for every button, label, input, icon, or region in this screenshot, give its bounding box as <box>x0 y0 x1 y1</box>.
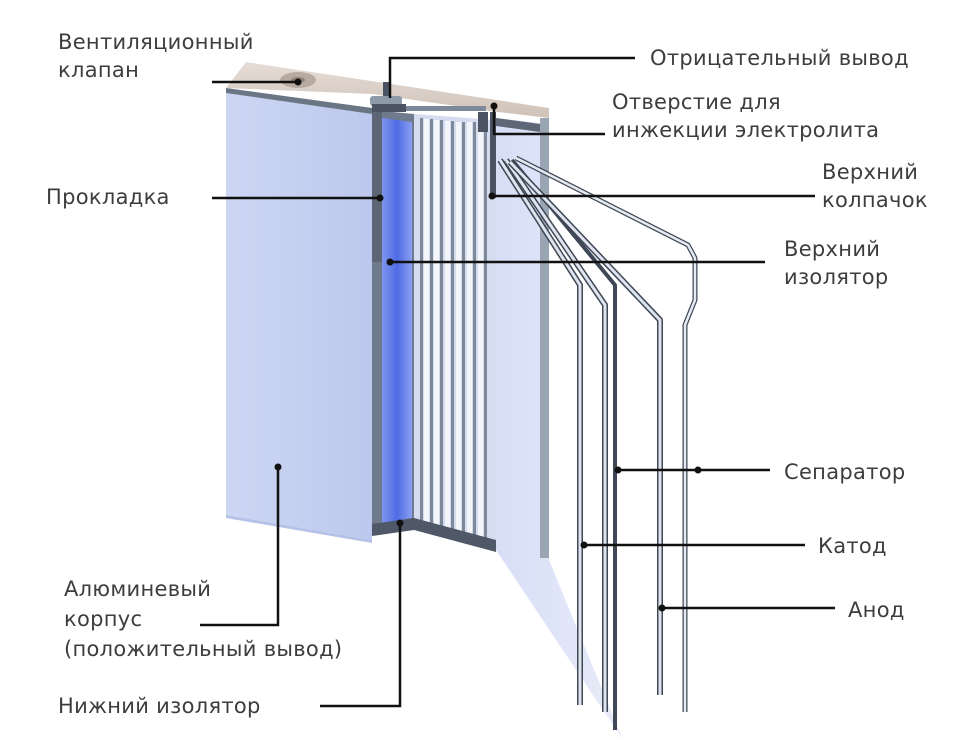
label-vent-valve: Вентиляционный клапан <box>58 28 254 84</box>
label-aluminum-case-line3: (положительный вывод) <box>64 637 343 661</box>
label-bottom-insulator: Нижний изолятор <box>58 694 261 718</box>
label-aluminum-case-line2: корпус <box>64 607 143 631</box>
label-negative-terminal: Отрицательный вывод <box>650 46 909 70</box>
label-gasket: Прокладка <box>46 185 170 209</box>
label-vent-valve-line1: Вентиляционный <box>58 30 254 54</box>
label-electrolyte-hole: Отверстие для инжекции электролита <box>612 88 879 144</box>
label-top-insulator-line1: Верхний <box>784 237 881 261</box>
leader-dots <box>274 78 702 612</box>
label-top-cap: Верхний колпачок <box>822 158 928 214</box>
label-anode: Анод <box>848 598 905 622</box>
label-cathode: Катод <box>818 534 887 558</box>
electrode-stack <box>372 110 496 552</box>
leader-electrolyte-hole <box>492 106 605 136</box>
label-electrolyte-hole-line2: инжекции электролита <box>612 118 880 142</box>
label-top-cap-line1: Верхний <box>822 160 919 184</box>
bent-foils <box>497 155 698 730</box>
top-terminal-assembly <box>370 82 496 262</box>
leader-lines <box>200 56 835 708</box>
label-top-cap-line2: колпачок <box>822 188 928 212</box>
leader-negative-terminal <box>388 56 635 98</box>
leader-aluminum-case <box>200 467 280 627</box>
label-vent-valve-line2: клапан <box>58 58 140 82</box>
leader-bottom-insulator <box>320 523 402 708</box>
label-top-insulator: Верхний изолятор <box>784 235 889 291</box>
label-aluminum-case-line1: Алюминевый <box>64 577 212 601</box>
label-electrolyte-hole-line1: Отверстие для <box>612 90 781 114</box>
case-side-face <box>496 118 623 740</box>
label-separator: Сепаратор <box>784 460 906 484</box>
label-top-insulator-line2: изолятор <box>784 265 889 289</box>
label-aluminum-case: Алюминевый корпус (положительный вывод) <box>64 574 342 664</box>
aluminum-case-face <box>226 88 372 543</box>
